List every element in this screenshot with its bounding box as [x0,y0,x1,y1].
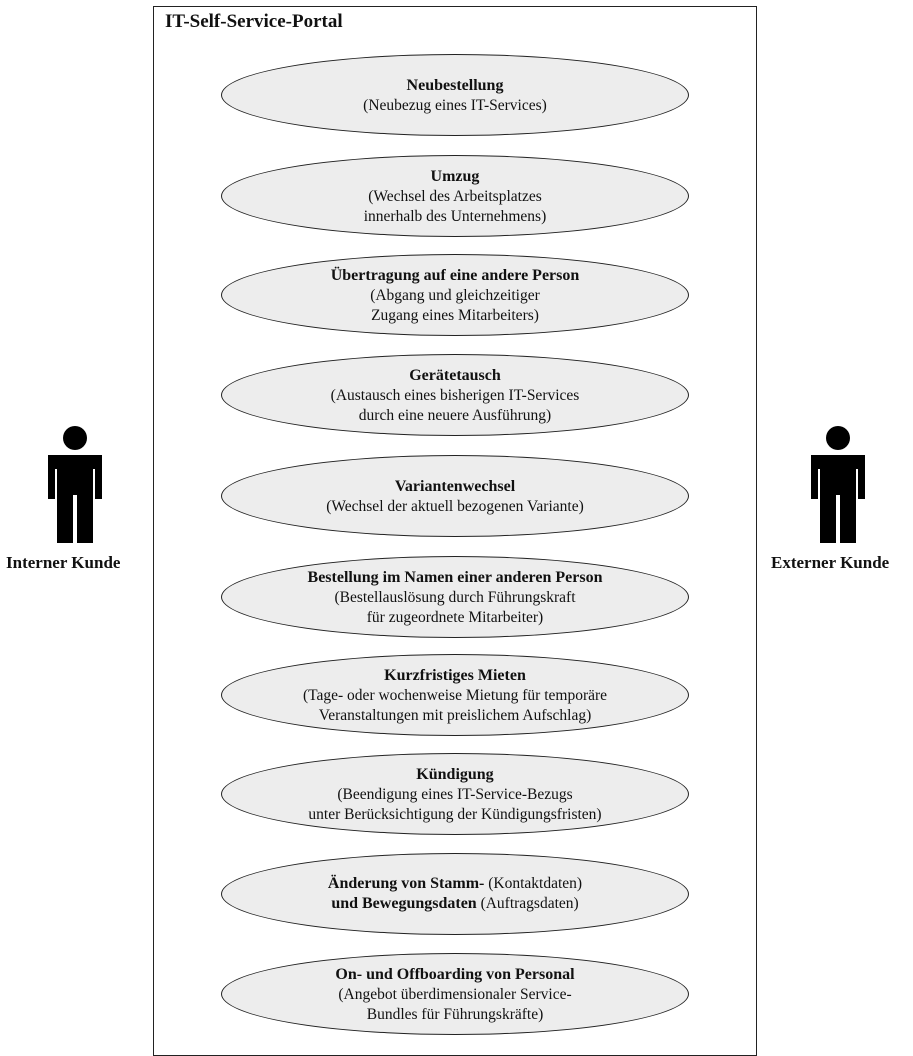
usecase-description: durch eine neuere Ausführung) [358,406,552,424]
usecase-kurzfristiges-mieten: Kurzfristiges Mieten (Tage- oder wochenw… [221,654,689,736]
usecase-geraetetausch: Gerätetausch (Austausch eines bisherigen… [221,354,689,436]
usecase-description: Veranstaltungen mit preislichem Aufschla… [318,706,592,724]
usecase-description: (Angebot überdimensionaler Service- [338,985,572,1003]
system-title: IT-Self-Service-Portal [165,11,343,32]
usecase-title-part: Änderung von Stamm- [327,875,485,892]
usecase-title: On- und Offboarding von Personal [335,965,575,983]
usecase-description: (Austausch eines bisherigen IT-Services [330,386,580,404]
actor-externer-kunde: Externer Kunde [743,425,913,575]
usecase-title: Gerätetausch [409,366,501,384]
usecase-uebertragung: Übertragung auf eine andere Person (Abga… [221,254,689,336]
actor-interner-kunde: Interner Kunde [0,425,170,575]
usecase-title: Kurzfristiges Mieten [384,666,526,684]
usecase-kuendigung: Kündigung (Beendigung eines IT-Service-B… [221,753,689,835]
actor-label: Externer Kunde [771,553,890,572]
usecase-umzug: Umzug (Wechsel des Arbeitsplatzes innerh… [221,155,689,237]
usecase-description: (Neubezug eines IT-Services) [363,96,547,114]
usecase-bestellung-im-namen: Bestellung im Namen einer anderen Person… [221,556,689,638]
usecase-title-part: und Bewegungsdaten [331,895,477,912]
usecase-description: (Abgang und gleichzeitiger [370,286,540,304]
usecase-variantenwechsel: Variantenwechsel (Wechsel der aktuell be… [221,455,689,537]
usecase-description: (Wechsel des Arbeitsplatzes [368,187,542,205]
usecase-on-offboarding: On- und Offboarding von Personal (Angebo… [221,953,689,1035]
usecase-description: für zugeordnete Mitarbeiter) [366,608,544,626]
usecase-description: unter Berücksichtigung der Kündigungsfri… [308,805,602,823]
usecase-title: Bestellung im Namen einer anderen Person [307,568,603,586]
usecase-description: (Tage- oder wochenweise Mietung für temp… [302,686,608,704]
usecase-description: (Wechsel der aktuell bezogenen Variante) [326,497,584,515]
usecase-description: Bundles für Führungskräfte) [366,1005,544,1023]
actor-label: Interner Kunde [6,553,121,572]
person-icon [811,426,865,543]
usecase-neubestellung: Neubestellung (Neubezug eines IT-Service… [221,54,689,136]
usecase-description: (Bestellauslösung durch Führungskraft [334,588,576,606]
usecase-title: Neubestellung [406,76,504,94]
usecase-description-part: (Auftragsdaten) [476,895,579,912]
usecase-description: Zugang eines Mitarbeiters) [371,306,539,324]
usecase-title: Kündigung [416,765,494,783]
person-icon [48,426,102,543]
usecase-title: Variantenwechsel [394,477,516,495]
usecase-aenderung-stammdaten: Änderung von Stamm- (Kontaktdaten) und B… [221,853,689,935]
usecase-description: innerhalb des Unternehmens) [363,207,547,225]
usecase-description: (Beendigung eines IT-Service-Bezugs [337,785,573,803]
usecase-description-part: (Kontaktdaten) [484,875,583,892]
usecase-title: Übertragung auf eine andere Person [330,266,580,284]
usecase-title: Umzug [430,167,480,185]
usecase-line: Änderung von Stamm- (Kontaktdaten) [328,874,582,894]
usecase-line: und Bewegungsdaten (Auftragsdaten) [331,894,578,914]
